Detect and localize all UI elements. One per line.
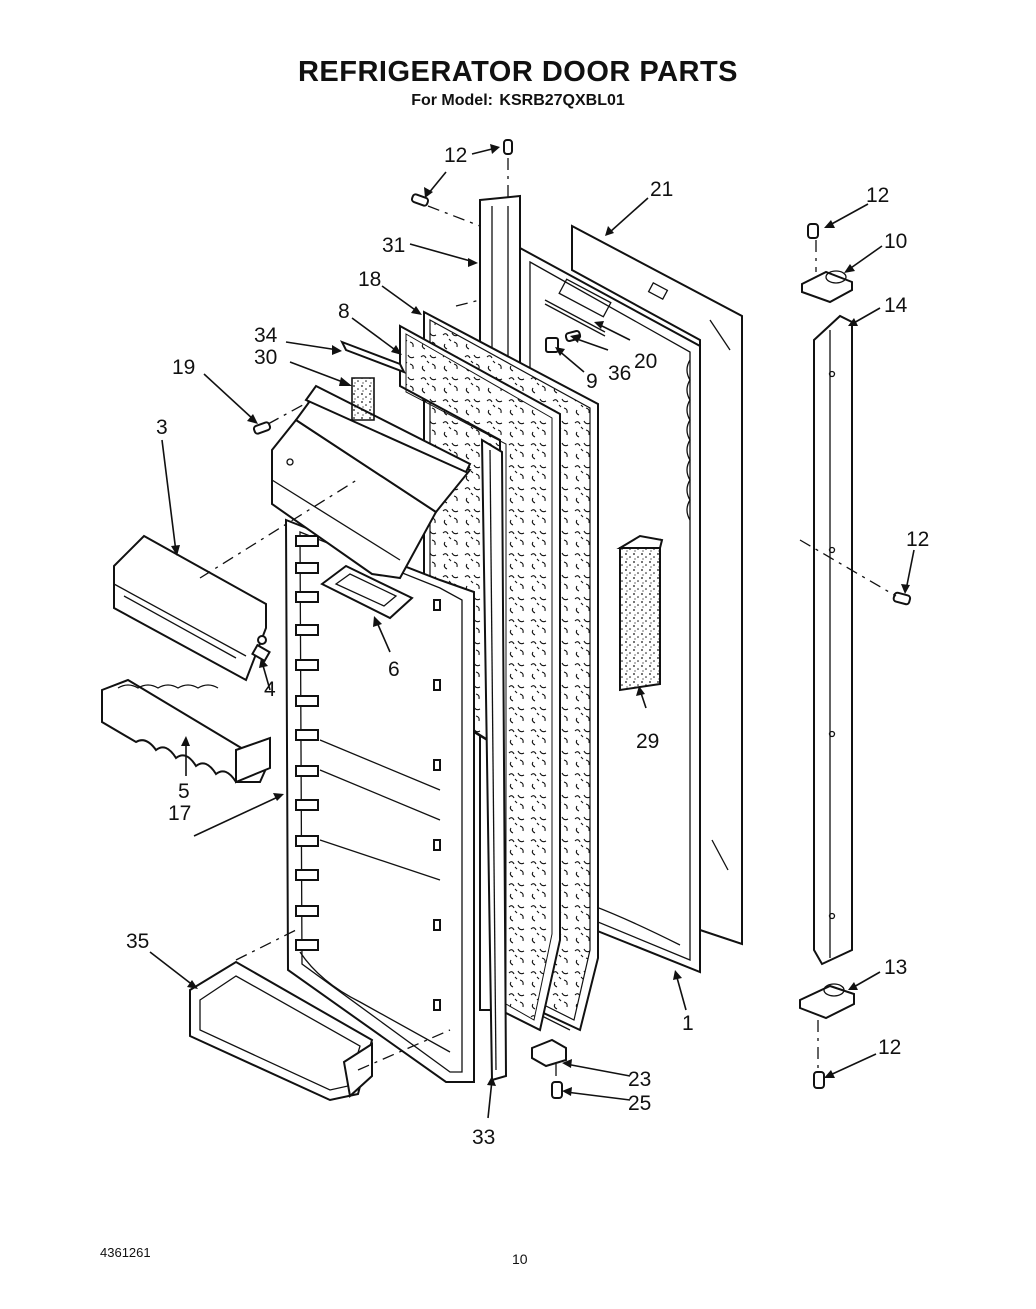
top-housing-30: [271, 384, 472, 580]
bracket-13: [799, 983, 855, 1020]
callout-29: 29: [636, 730, 659, 753]
page-number: 10: [512, 1251, 528, 1267]
plug-9: [545, 337, 559, 353]
callout-30: 30: [254, 346, 277, 369]
callout-35: 35: [126, 930, 149, 953]
callout-18: 18: [358, 268, 381, 291]
callout-labels: 12 21 31 18 8 34 30 19 3 6 4 5 17 35 33 …: [126, 144, 929, 1149]
alignment-lines: [199, 158, 897, 1082]
leader-lines: [149, 144, 915, 1119]
clip-4: [251, 643, 271, 663]
small-block: [351, 377, 375, 421]
page-title: REFRIGERATOR DOOR PARTS: [297, 56, 739, 88]
callout-20: 20: [634, 350, 657, 373]
screw-12-left: [410, 193, 430, 207]
callout-31: 31: [382, 234, 405, 257]
callout-12-handle-bottom: 12: [878, 1036, 901, 1059]
screw-25: [551, 1081, 563, 1099]
screw-12-top: [503, 139, 513, 155]
callout-3: 3: [156, 416, 168, 439]
tray-5: [101, 678, 271, 784]
foam-block-29: [616, 534, 664, 692]
model-line: For Model: KSRB27QXBL01: [0, 92, 1036, 110]
callout-25: 25: [628, 1092, 651, 1115]
callout-23: 23: [628, 1068, 651, 1091]
callout-17: 17: [168, 802, 191, 825]
callout-14: 14: [884, 294, 908, 317]
shelf-cover-3: [113, 534, 267, 682]
callout-1: 1: [682, 1012, 694, 1035]
screw-12-handle-mid: [892, 591, 912, 606]
callout-13: 13: [884, 956, 907, 979]
bracket-10: [801, 270, 853, 304]
screw-19: [252, 421, 272, 435]
clip-23: [531, 1038, 567, 1068]
callout-21: 21: [650, 178, 673, 201]
model-number: KSRB27QXBL01: [499, 92, 625, 109]
gasket-frame-8: [399, 324, 561, 1032]
document-number: 4361261: [100, 1245, 151, 1260]
callout-12-top: 12: [444, 144, 467, 167]
callout-10: 10: [884, 230, 907, 253]
screw-12-handle-top: [807, 223, 819, 239]
gasket-strip-33: [480, 438, 508, 1082]
model-prefix: For Model:: [411, 92, 493, 109]
callout-33: 33: [472, 1126, 495, 1149]
right-ribs: [433, 599, 441, 1011]
callout-36: 36: [608, 362, 631, 385]
callout-5: 5: [178, 780, 190, 803]
callout-12-handle-mid: 12: [906, 528, 929, 551]
callout-19: 19: [172, 356, 195, 379]
callout-9: 9: [586, 370, 598, 393]
inner-liner-17: [284, 518, 475, 1083]
callout-12-handle-top: 12: [866, 184, 889, 207]
screw-12-handle-bottom: [813, 1071, 825, 1089]
callout-34: 34: [254, 324, 278, 347]
handle-14: [813, 314, 853, 966]
callout-8: 8: [338, 300, 350, 323]
strip-34: [339, 340, 407, 374]
tray-6: [320, 564, 414, 620]
callout-4: 4: [264, 678, 276, 701]
shelf-ribs: [295, 535, 319, 951]
callout-6: 6: [388, 658, 400, 681]
